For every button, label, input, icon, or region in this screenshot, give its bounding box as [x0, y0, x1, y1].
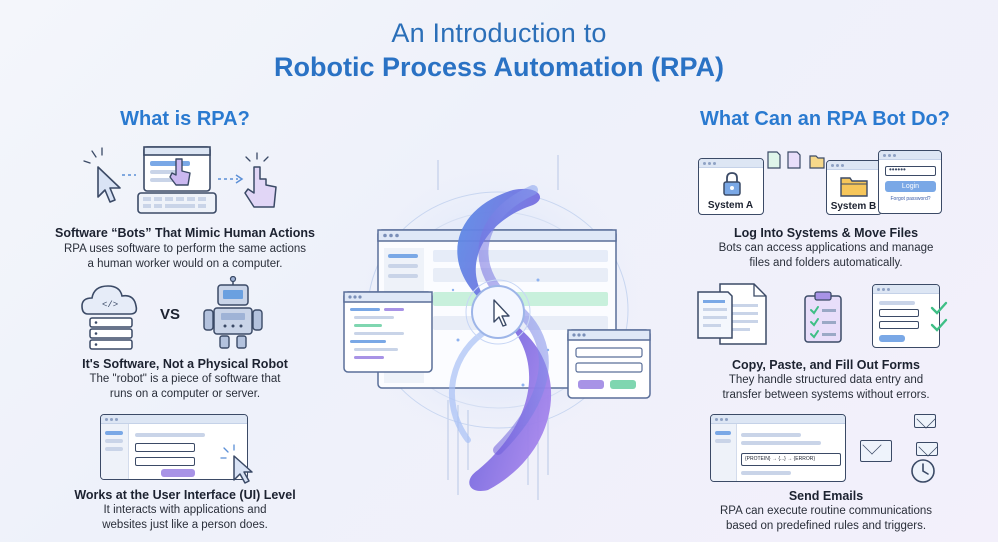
left-section-heading: What is RPA?: [120, 108, 250, 130]
submit-button: [161, 469, 195, 477]
desc-line: Bots can access applications and manage: [718, 242, 934, 254]
cursor-icon: [220, 444, 266, 484]
svg-text:</>: </>: [102, 300, 118, 310]
login-window: •••••• Login Forgot password?: [878, 150, 942, 214]
system-b-label: System B: [830, 201, 877, 212]
central-rpa-illustration: [338, 150, 656, 512]
system-a-label: System A: [707, 200, 754, 211]
left-item-2-title: It's Software, Not a Physical Robot: [82, 357, 288, 371]
robot-icon: [198, 275, 268, 350]
window-titlebar: [873, 285, 939, 294]
rule-field: {PROTEIN} → {...} → {ERROR}: [741, 453, 841, 466]
document-icon: [694, 280, 774, 348]
desc-line: RPA uses software to perform the same ac…: [63, 243, 307, 255]
password-mask: ••••••: [889, 165, 906, 174]
desc-line: They handle structured data entry and: [728, 374, 924, 386]
desc-line: based on predefined rules and triggers.: [725, 519, 927, 532]
cloud-code-icon: </>: [81, 285, 138, 350]
desc-line: websites just like a person does.: [102, 518, 268, 531]
window-titlebar: [711, 415, 845, 424]
right-item-1-desc: Bots can access applications and manage …: [676, 241, 976, 270]
login-button: Login: [885, 181, 936, 192]
title-line-2: Robotic Process Automation (RPA): [273, 52, 725, 82]
system-b-window: System B: [826, 160, 882, 215]
password-field: ••••••: [885, 165, 936, 176]
desc-line: RPA can execute routine communications: [719, 505, 932, 517]
email-rules-window: {PROTEIN} → {...} → {ERROR}: [710, 414, 846, 482]
submit-button: [879, 335, 905, 342]
title-line-1: An Introduction to: [391, 18, 607, 48]
system-a-window: System A: [698, 158, 764, 215]
form-input: [135, 443, 195, 452]
form-window: [872, 284, 940, 348]
desc-line: The "robot" is a piece of software that: [89, 373, 281, 385]
window-titlebar: [879, 151, 941, 160]
envelope-icon: [916, 442, 938, 456]
left-item-1-desc: RPA uses software to perform the same ac…: [30, 242, 340, 271]
desc-line: a human worker would on a computer.: [87, 257, 283, 270]
right-item-3-title: Send Emails: [788, 489, 864, 503]
envelope-icon: [914, 414, 936, 428]
folder-icon: [839, 173, 869, 199]
ui-level-window: [100, 414, 248, 480]
desc-line: It interacts with applications and: [103, 504, 267, 516]
clock-icon: [910, 458, 936, 484]
form-input: [135, 457, 195, 466]
right-item-1-title: Log Into Systems & Move Files: [733, 226, 919, 240]
checkmark-icon: [928, 298, 952, 338]
right-item-2-title: Copy, Paste, and Fill Out Forms: [732, 358, 920, 372]
desc-line: files and folders automatically.: [749, 256, 903, 269]
left-item-1-title: Software “Bots” That Mimic Human Actions: [55, 226, 315, 240]
right-item-3-desc: RPA can execute routine communications b…: [676, 504, 976, 533]
lock-icon: [721, 171, 743, 197]
clipboard-icon: [802, 290, 844, 344]
right-item-2-desc: They handle structured data entry and tr…: [676, 373, 976, 402]
form-input: [879, 309, 919, 317]
software-vs-robot-illustration: </>: [76, 280, 276, 350]
form-input: [879, 321, 919, 329]
bots-illustration: [78, 145, 298, 217]
document-icon: [766, 150, 826, 170]
left-item-3-desc: It interacts with applications and websi…: [30, 503, 340, 532]
window-titlebar: [101, 415, 247, 424]
window-titlebar: [827, 161, 881, 170]
vs-label: VS: [160, 306, 181, 323]
right-section-heading: What Can an RPA Bot Do?: [700, 108, 950, 130]
left-item-3-title: Works at the User Interface (UI) Level: [74, 488, 296, 502]
desc-line: transfer between systems without errors.: [722, 388, 930, 401]
envelope-icon: [860, 440, 892, 462]
left-item-2-desc: The "robot" is a piece of software that …: [30, 372, 340, 401]
forgot-password-link: Forgot password?: [890, 196, 931, 202]
cursor-icon: [83, 146, 277, 214]
window-titlebar: [699, 159, 763, 168]
desc-line: runs on a computer or server.: [109, 387, 261, 400]
